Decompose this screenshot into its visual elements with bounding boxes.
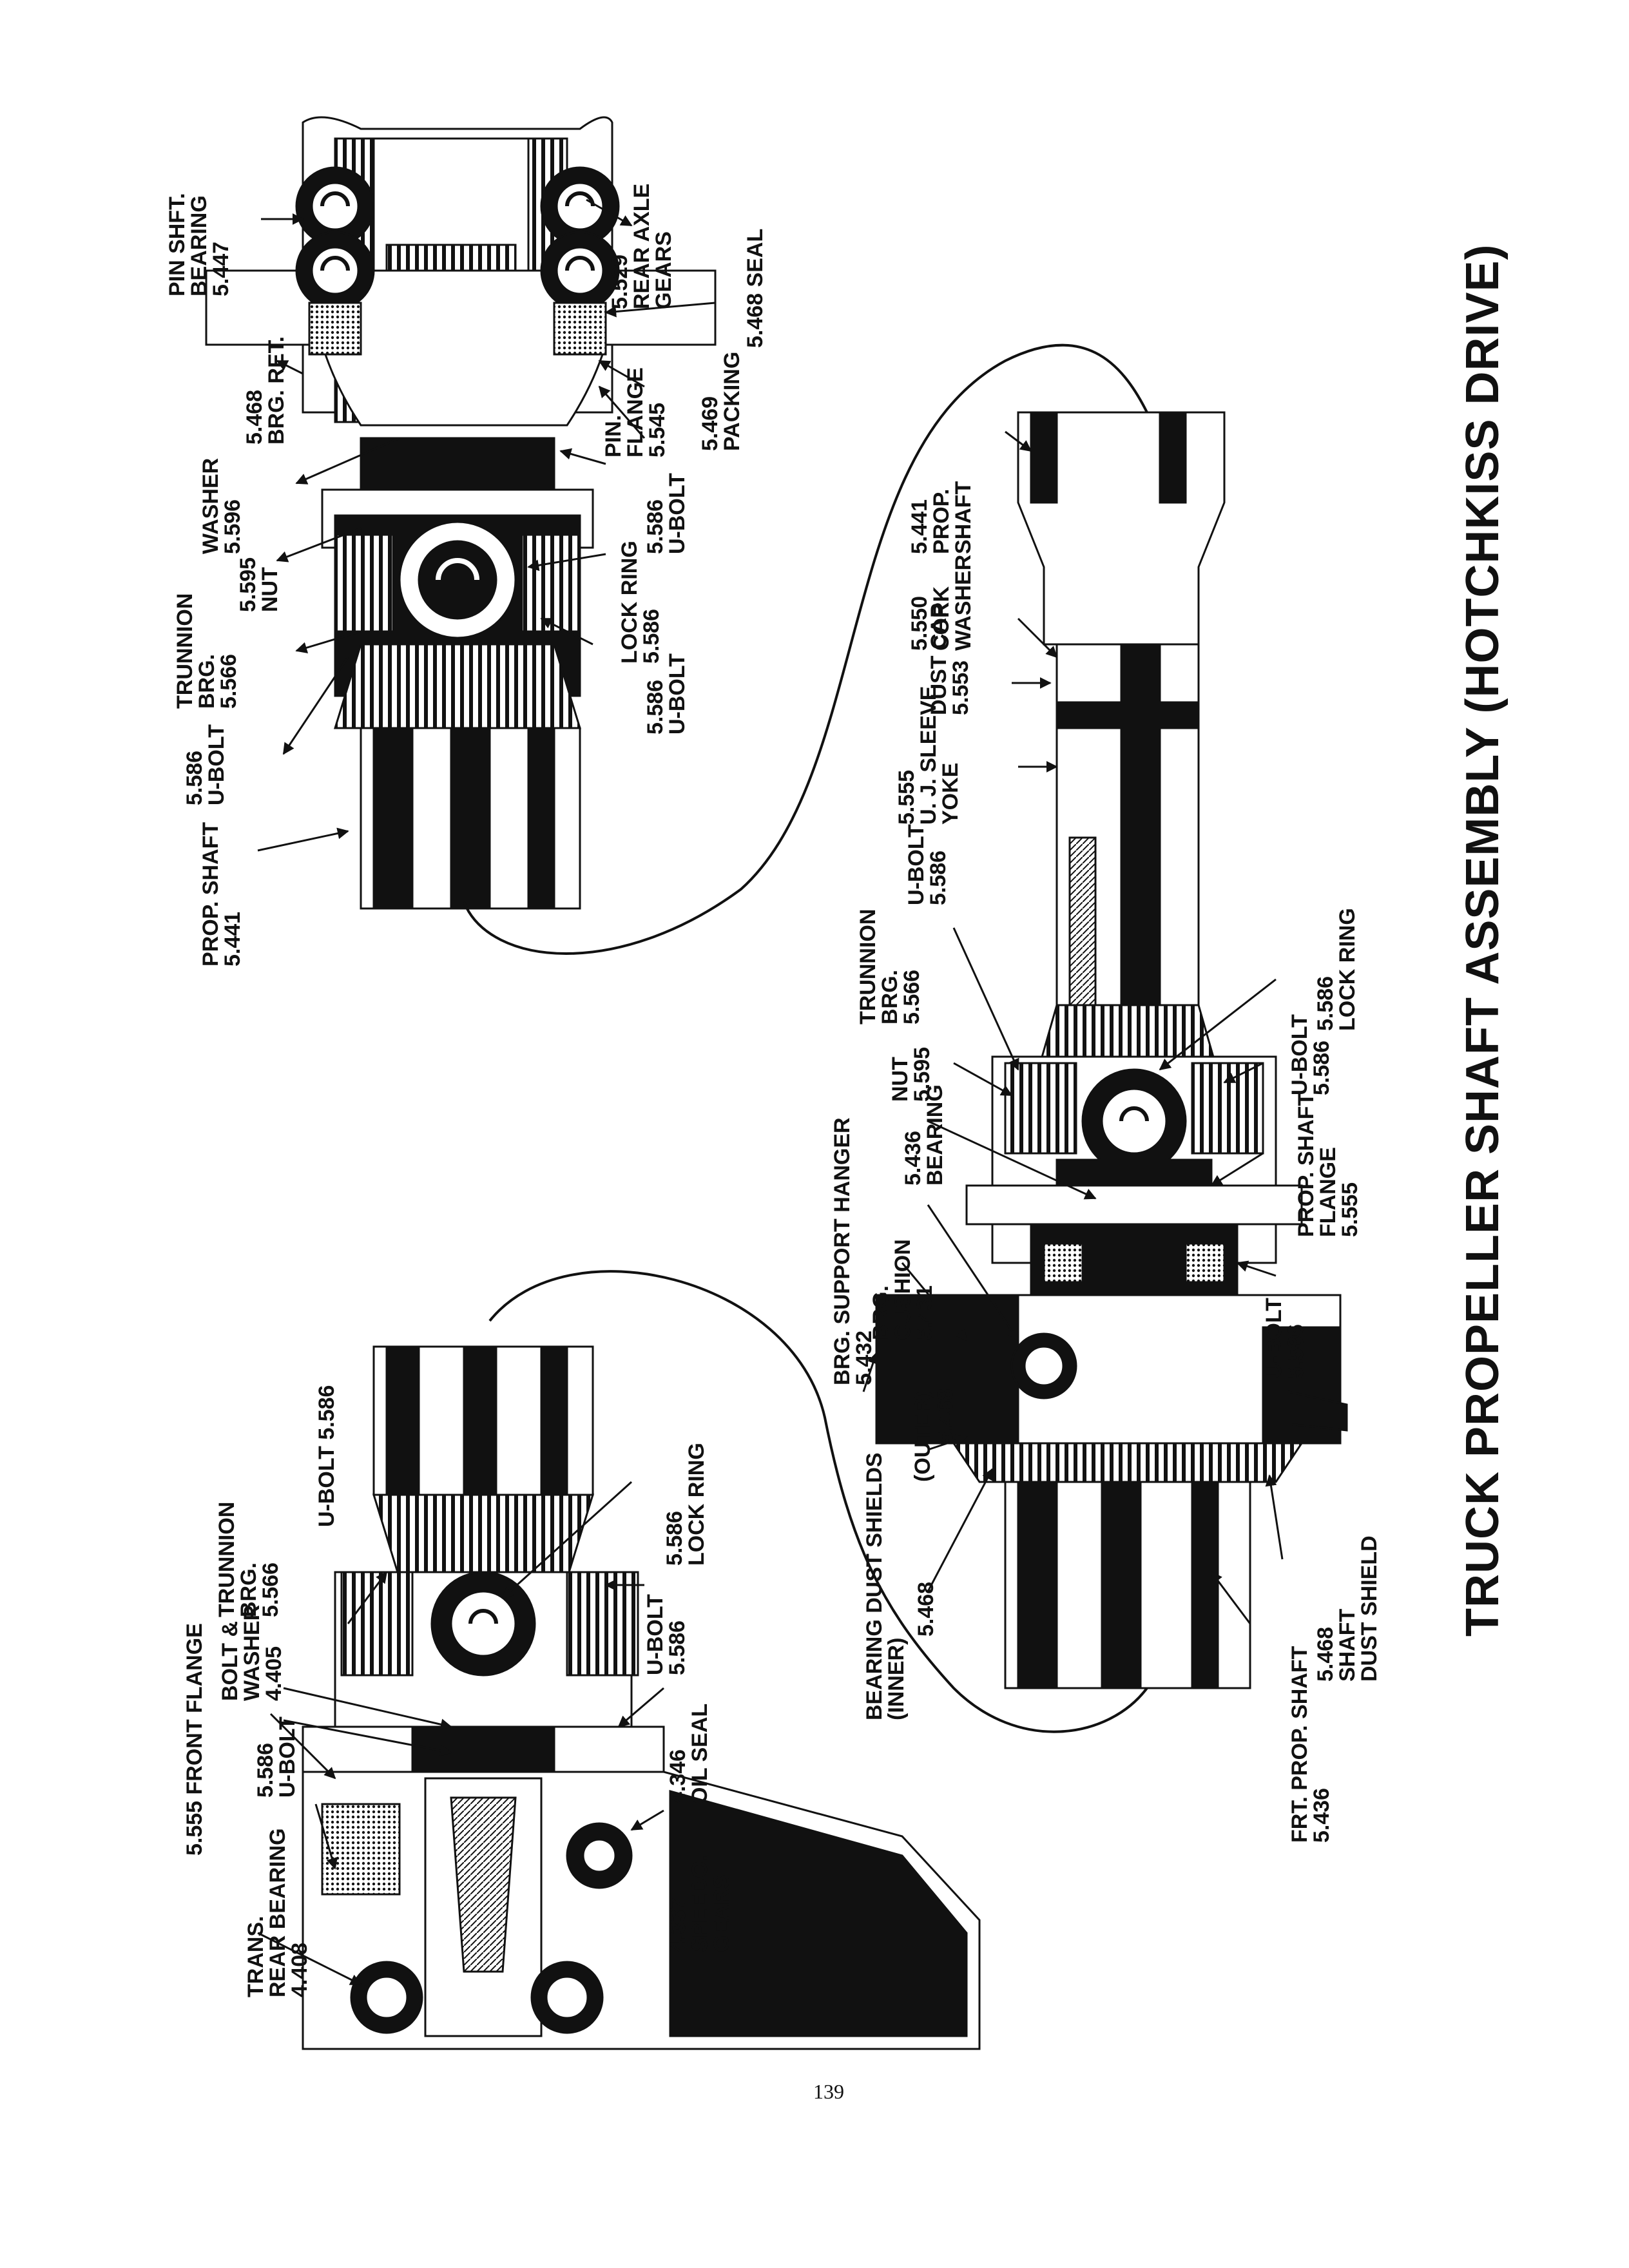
connector-curve-upper <box>463 343 1148 955</box>
label-dust-shield-outer-number: 5.468 <box>933 1388 958 1443</box>
label-dust-shield-inner-number: 5.468 <box>914 1581 938 1637</box>
transmission-assembly <box>302 1345 981 2050</box>
label-bearing-dust-shields: BEARING DUST SHIELDS(INNER) <box>862 1452 909 1720</box>
label-rear-seal: 5.468 SEAL <box>743 228 767 348</box>
label-front-flange: 5.555 FRONT FLANGE <box>182 1623 207 1856</box>
connector-curve-lower <box>488 1270 1148 1733</box>
label-front-u-bolt-b: U-BOLT 5.586 <box>314 1385 339 1527</box>
page-title: TRUCK PROPELLER SHAFT ASSEMBLY (HOTCHKIS… <box>1457 244 1509 1637</box>
center-slip-joint-assembly <box>875 411 1348 1689</box>
page-number: 139 <box>813 2080 844 2103</box>
rear-axle-assembly <box>205 116 717 910</box>
leader-lines <box>257 198 1284 1986</box>
label-dust-shields-outer: (OUTER) <box>911 1390 935 1482</box>
